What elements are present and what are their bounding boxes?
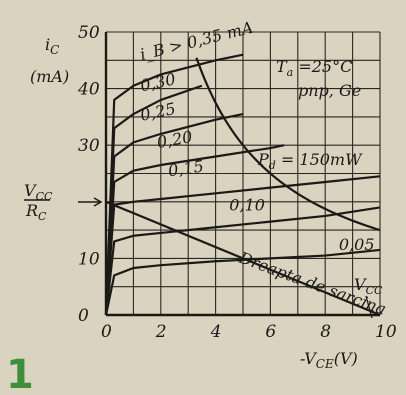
- y-tick-label: 40: [77, 80, 100, 100]
- y-tick-label: 10: [78, 249, 100, 269]
- load-line: [105, 200, 381, 317]
- y-tick-label: 30: [78, 136, 100, 156]
- ib-curve-label: 0,15: [167, 157, 205, 181]
- vcc-x-arrow: [365, 295, 373, 319]
- y-axis-unit: (mA): [30, 67, 69, 86]
- axes: 0 2 4 6 8 10 0 10 30 40 50: [77, 23, 397, 342]
- x-tick-label: 2: [155, 322, 167, 342]
- x-tick-label: 6: [265, 322, 276, 342]
- temperature-annotation: Ta =25°C: [276, 57, 352, 79]
- ib-curve: [104, 248, 381, 316]
- x-tick-label: 0: [101, 322, 112, 342]
- ib-curve-label: 0,05: [339, 235, 375, 254]
- ib-curve-label: 0,25: [139, 99, 178, 125]
- ib-curve: [104, 206, 381, 316]
- ib-curve-label: 0,10: [229, 195, 265, 214]
- y-axis-label: iC: [45, 35, 59, 57]
- ib-curve-label: i_B > 0,35 mA: [138, 18, 255, 64]
- vcc-x-label: VCC: [354, 275, 383, 297]
- vcc-over-rc-arrowhead: [93, 197, 103, 207]
- power-dissipation-curve: [195, 57, 381, 232]
- ib-curve-label: 0,30: [139, 69, 178, 95]
- transistor-type-annotation: pnp, Ge: [298, 81, 361, 100]
- ib-curve: [104, 53, 244, 316]
- x-tick-label: 10: [375, 322, 397, 342]
- x-tick-label: 8: [320, 322, 331, 342]
- vcc-over-rc-denominator: RC: [25, 201, 47, 223]
- ib-curve: [104, 144, 285, 316]
- curves: i_B > 0,35 mA0,300,250,200,150,100,05: [104, 18, 381, 317]
- x-tick-label: 4: [210, 322, 222, 342]
- power-dissipation-annotation: Pd = 150mW: [257, 150, 363, 172]
- ib-curve: [104, 175, 381, 316]
- y-tick-label: 0: [78, 306, 89, 326]
- ib-curve: [104, 112, 244, 316]
- y-tick-label: 50: [78, 23, 100, 43]
- x-axis-label: -VCE(V): [300, 349, 358, 371]
- figure-number: 1: [6, 352, 34, 395]
